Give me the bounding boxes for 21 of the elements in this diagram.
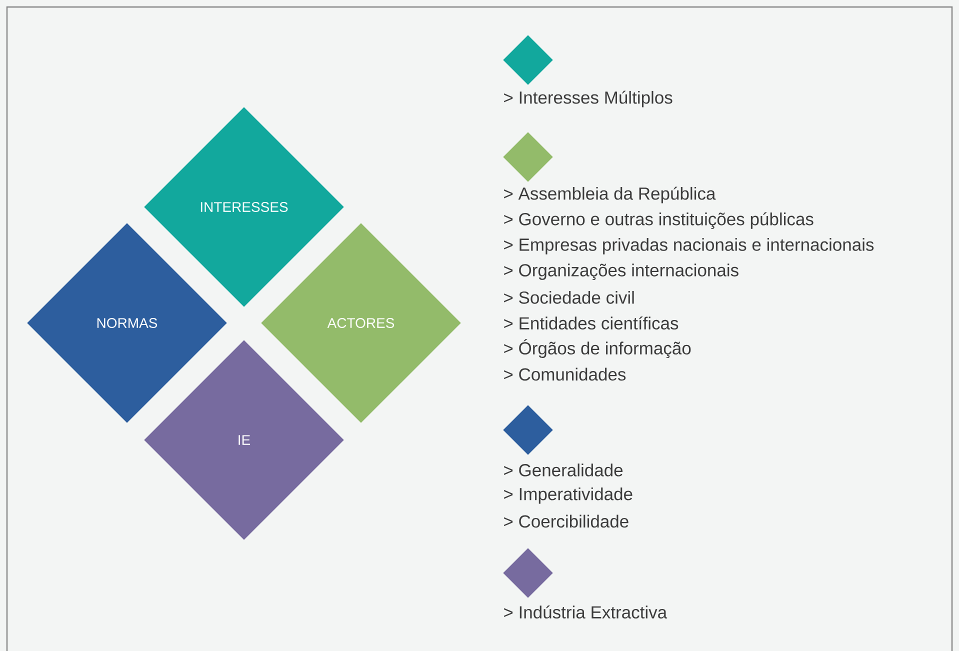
list-item: > Indústria Extractiva (504, 605, 668, 619)
diamond-box: ACTORES (261, 223, 461, 423)
list-item: > Órgãos de informação (504, 339, 691, 358)
list-item: > Empresas privadas nacionais e internacionais (504, 238, 874, 254)
list-item: > Sociedade civil (504, 290, 634, 304)
diamond-marker (503, 405, 553, 455)
diamond-marker (503, 548, 553, 598)
list-item: > Comunidades (504, 368, 626, 381)
list-item: > Interesses Múltiplos (504, 90, 672, 108)
list-item: > Generalidade (504, 464, 623, 476)
diamond-box: IE (144, 340, 344, 540)
diamond-box: NORMAS (27, 223, 227, 423)
diamond-marker (503, 35, 553, 85)
list-item: > Coercibilidade (504, 514, 628, 528)
list-item: > Assembleia da República (504, 186, 716, 204)
list-item: > Governo e outras instituições públicas (504, 212, 814, 229)
list-item: > Imperatividade (504, 487, 632, 504)
diamond-box: INTERESSES (144, 107, 344, 307)
list-item: > Entidades científicas (504, 316, 678, 330)
list-item: > Organizações internacionais (504, 264, 738, 280)
diamond-marker (503, 132, 553, 182)
